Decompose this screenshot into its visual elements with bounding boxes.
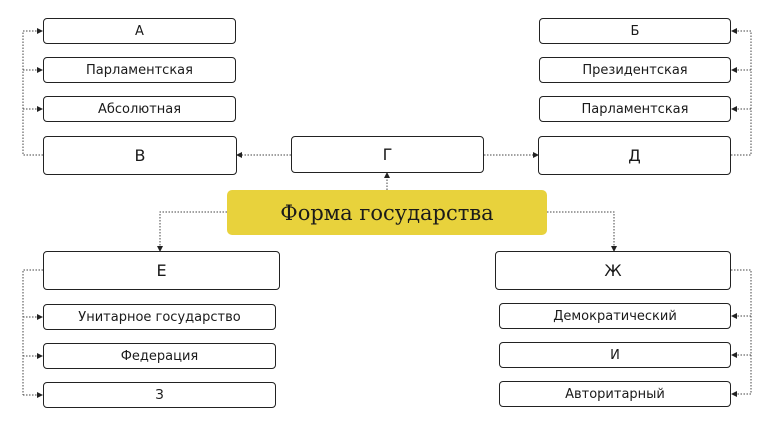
node-v-child-2: Парламентская bbox=[43, 57, 236, 83]
node-e: Е bbox=[43, 251, 280, 290]
connector-d-bracket bbox=[731, 31, 752, 156]
connector-zh-bracket bbox=[731, 269, 752, 394]
node-zh-child-2: И bbox=[499, 342, 731, 368]
node-zh-child-3: Авторитарный bbox=[499, 381, 731, 407]
node-v: В bbox=[43, 136, 237, 175]
node-d-child-1: Б bbox=[539, 18, 731, 44]
node-e-child-3: З bbox=[43, 382, 276, 408]
center-node: Форма государства bbox=[227, 190, 547, 235]
connector-e-bracket bbox=[22, 269, 43, 395]
node-g: Г bbox=[291, 136, 484, 173]
node-d: Д bbox=[538, 136, 731, 175]
node-v-child-1: А bbox=[43, 18, 236, 44]
node-d-child-2: Президентская bbox=[539, 57, 731, 83]
node-zh: Ж bbox=[495, 251, 731, 290]
node-zh-child-1: Демократический bbox=[499, 303, 731, 329]
connector-v-bracket bbox=[22, 31, 43, 156]
node-e-child-1: Унитарное государство bbox=[43, 304, 276, 330]
node-v-child-3: Абсолютная bbox=[43, 96, 236, 122]
node-d-child-3: Парламентская bbox=[539, 96, 731, 122]
connector-center-e bbox=[157, 211, 227, 252]
node-e-child-2: Федерация bbox=[43, 343, 276, 369]
connector-center-zh bbox=[547, 211, 617, 252]
